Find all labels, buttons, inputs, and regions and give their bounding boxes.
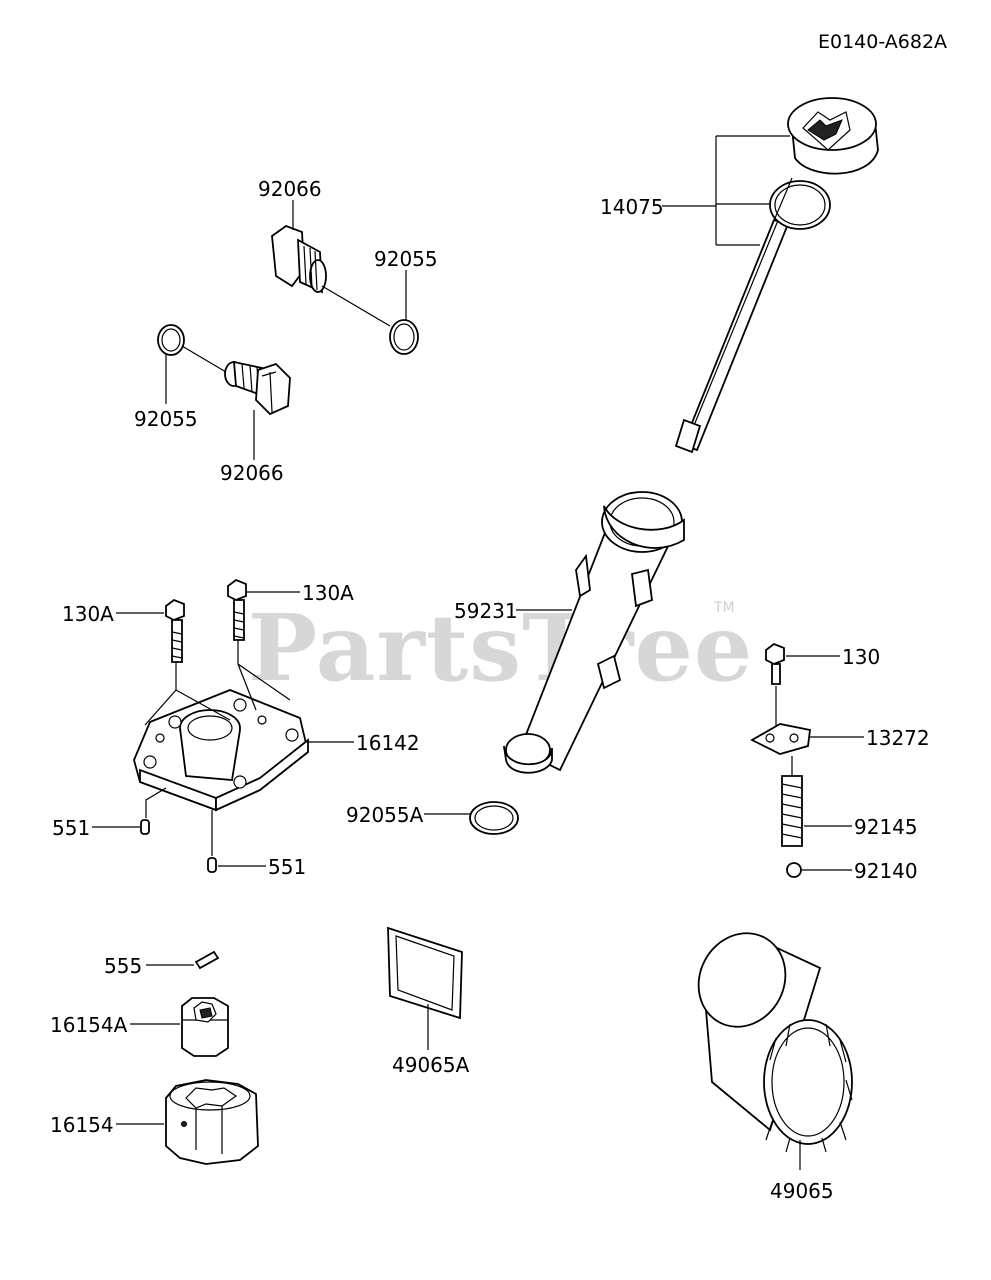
label-551-bottom[interactable]: 551	[268, 855, 306, 879]
part-59231-filler-tube[interactable]	[503, 491, 685, 774]
part-49065-oil-filter[interactable]	[682, 918, 853, 1153]
label-92145[interactable]: 92145	[854, 815, 918, 839]
label-16142[interactable]: 16142	[356, 731, 420, 755]
label-49065A[interactable]: 49065A	[392, 1053, 470, 1077]
part-92066-fitting-bottom[interactable]	[224, 360, 291, 416]
part-16154-outer-rotor[interactable]	[165, 1079, 259, 1165]
label-92066-bottom[interactable]: 92066	[220, 461, 284, 485]
watermark: PartsTree	[248, 594, 753, 702]
part-49065A-gasket[interactable]	[387, 926, 463, 1020]
label-92055A[interactable]: 92055A	[346, 803, 424, 827]
label-130A-right[interactable]: 130A	[302, 581, 354, 605]
part-551-pin-bottom[interactable]	[207, 857, 217, 873]
label-92140[interactable]: 92140	[854, 859, 918, 883]
part-130-bolt[interactable]	[765, 642, 785, 685]
label-551-left[interactable]: 551	[52, 816, 90, 840]
label-92055-right[interactable]: 92055	[374, 247, 438, 271]
part-16154A-inner-rotor[interactable]	[181, 997, 229, 1057]
part-16142-pump-housing[interactable]	[133, 689, 310, 812]
label-92055-left[interactable]: 92055	[134, 407, 198, 431]
part-130A-bolt-left[interactable]	[165, 598, 185, 663]
part-14075-dipstick[interactable]	[674, 97, 879, 454]
label-13272[interactable]: 13272	[866, 726, 930, 750]
part-92066-fitting-top[interactable]	[271, 224, 327, 294]
label-130A-left[interactable]: 130A	[62, 602, 114, 626]
label-16154[interactable]: 16154	[50, 1113, 114, 1137]
part-92140-ball[interactable]	[786, 862, 802, 878]
part-555-pin[interactable]	[194, 950, 220, 970]
label-59231[interactable]: 59231	[454, 599, 518, 623]
label-555[interactable]: 555	[104, 954, 142, 978]
part-551-pin-left[interactable]	[140, 819, 150, 835]
label-49065[interactable]: 49065	[770, 1179, 834, 1203]
part-92145-spring[interactable]	[781, 775, 803, 847]
label-14075[interactable]: 14075	[600, 195, 664, 219]
watermark-trademark: TM	[713, 600, 735, 616]
diagram-code: E0140-A682A	[818, 31, 947, 53]
label-92066-top[interactable]: 92066	[258, 177, 322, 201]
part-130A-bolt-right[interactable]	[227, 578, 247, 641]
label-130[interactable]: 130	[842, 645, 880, 669]
label-16154A[interactable]: 16154A	[50, 1013, 128, 1037]
part-13272-plate[interactable]	[750, 723, 811, 755]
